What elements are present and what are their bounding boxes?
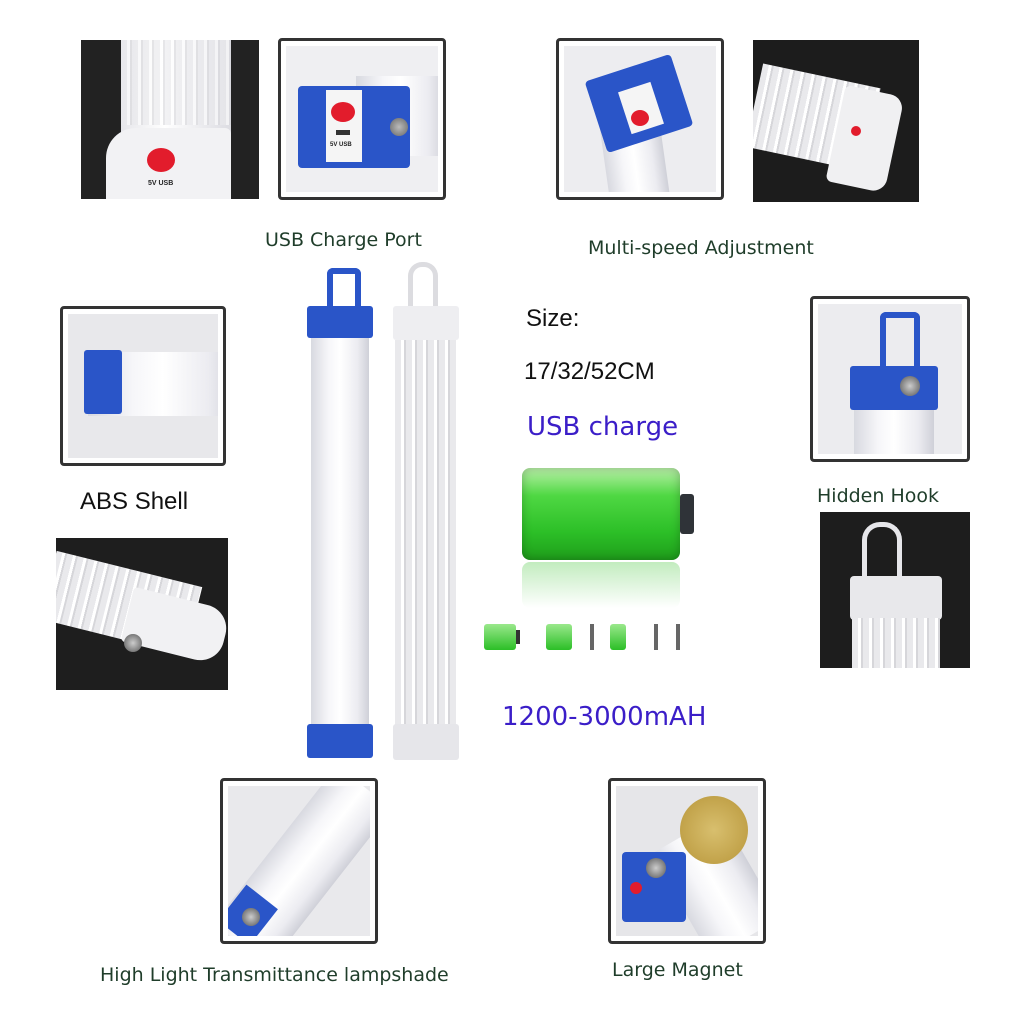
- hook-icon: [327, 268, 361, 310]
- magnet-icon: [900, 376, 920, 396]
- multi-speed-caption: Multi-speed Adjustment: [588, 237, 814, 259]
- hidden-hook-photo-2: [820, 512, 970, 668]
- magnet-caption: Large Magnet: [612, 959, 743, 981]
- power-button-icon: [851, 126, 861, 136]
- multi-speed-photo-2: [753, 40, 919, 202]
- usb-port-caption: USB Charge Port: [265, 229, 422, 251]
- power-button-icon: [331, 102, 355, 122]
- usb-port-photo-2: 5V USB: [278, 38, 446, 200]
- power-button-icon: [147, 148, 175, 172]
- lampshade-caption: High Light Transmittance lampshade: [100, 964, 449, 986]
- hook-icon: [408, 262, 438, 312]
- magnet-icon: [242, 908, 260, 926]
- usb-charge-label: USB charge: [527, 412, 679, 442]
- magnet-icon: [390, 118, 408, 136]
- power-button-icon: [630, 882, 642, 894]
- size-value: 17/32/52CM: [524, 358, 655, 385]
- abs-shell-photo-2: [56, 538, 228, 690]
- size-label: Size:: [526, 305, 580, 332]
- usb-port-photo-1: 5V USB: [81, 40, 259, 199]
- magnet-icon: [124, 634, 142, 652]
- abs-shell-caption: ABS Shell: [80, 488, 189, 515]
- magnet-icon: [646, 858, 666, 878]
- hidden-hook-caption: Hidden Hook: [817, 485, 939, 507]
- power-button-icon: [631, 110, 649, 126]
- multi-speed-photo-1: [556, 38, 724, 200]
- abs-shell-photo-1: [60, 306, 226, 466]
- lampshade-photo: [220, 778, 378, 944]
- hidden-hook-photo-1: [810, 296, 970, 462]
- magnet-photo: [608, 778, 766, 944]
- capacity-label: 1200-3000mAH: [502, 702, 707, 732]
